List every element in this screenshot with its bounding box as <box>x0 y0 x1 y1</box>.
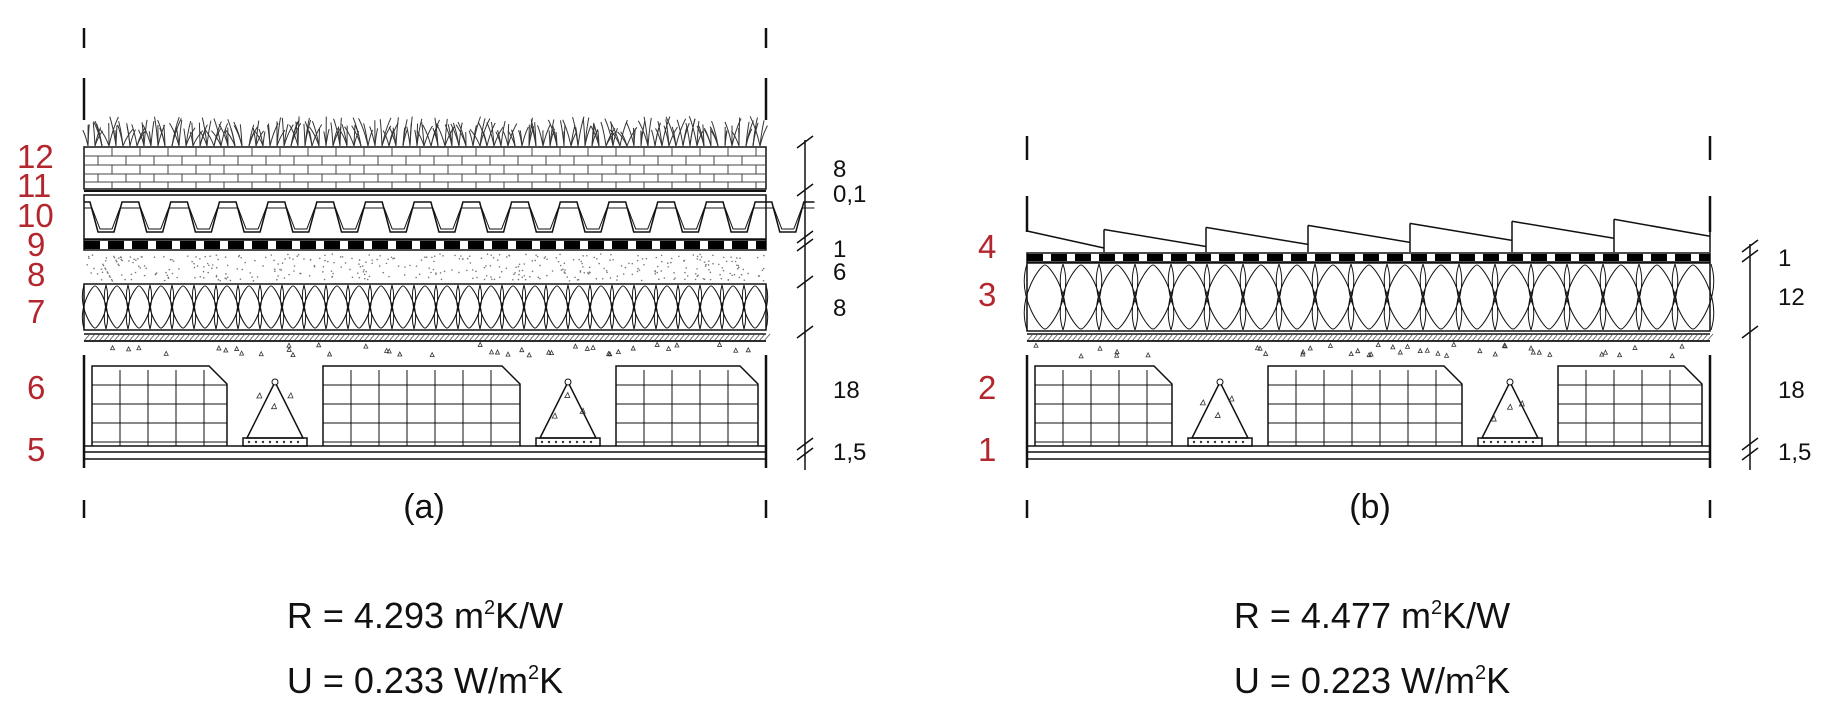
layer-number: 11 <box>17 167 51 204</box>
layer-membrane-b <box>1026 252 1711 263</box>
dimension-values-a: 8 0,1 1 6 8 18 1,5 <box>833 156 866 466</box>
layer-number: 1 <box>978 431 996 468</box>
transmittance-sup: 2 <box>1475 662 1486 684</box>
dimension-value: 6 <box>833 259 846 286</box>
transmittance-prefix: U = 0.233 W/m <box>287 660 528 701</box>
layer-screed <box>86 253 765 282</box>
section-a: 12 11 10 9 8 7 6 5 8 0,1 1 6 8 18 1,5 (a… <box>17 28 866 701</box>
layer-number: 7 <box>27 293 45 330</box>
vegetation-layer <box>82 115 768 147</box>
resistance-prefix: R = 4.477 m <box>1234 595 1431 636</box>
dimension-line-a <box>796 135 814 470</box>
layer-vapour-barrier-b <box>1026 333 1714 342</box>
layer-substrate <box>83 146 767 190</box>
resistance-prefix: R = 4.293 m <box>287 595 484 636</box>
layer-number: 10 <box>17 197 54 234</box>
dimension-line-b <box>1741 239 1759 470</box>
transmittance-b: U = 0.223 W/m2K <box>1234 660 1510 701</box>
dimension-value: 8 <box>833 295 846 322</box>
layer-number: 8 <box>27 256 45 293</box>
layer-number: 3 <box>978 276 996 313</box>
dimension-value: 1 <box>1778 245 1791 272</box>
layer-insulation <box>81 283 769 331</box>
dimension-value: 1,5 <box>1778 439 1811 466</box>
resistance-sup: 2 <box>484 597 495 619</box>
layer-number: 9 <box>27 226 45 263</box>
layer-vapour-barrier <box>83 333 771 342</box>
caption-a: (a) <box>403 488 445 526</box>
resistance-sup: 2 <box>1431 597 1442 619</box>
layer-number: 6 <box>27 369 45 406</box>
resistance-suffix: K/W <box>495 595 563 636</box>
resistance-suffix: K/W <box>1442 595 1510 636</box>
transmittance-sup: 2 <box>528 662 539 684</box>
layer-slab <box>84 340 766 447</box>
resistance-a: R = 4.293 m2K/W <box>287 595 563 636</box>
dimension-value: 12 <box>1778 284 1805 311</box>
layer-slab-b <box>1027 340 1710 447</box>
layer-insulation-b <box>1024 262 1714 332</box>
layer-plaster <box>82 355 768 468</box>
dimension-values-b: 1 12 18 1,5 <box>1778 245 1811 466</box>
extent-marks-a <box>82 28 768 518</box>
transmittance-prefix: U = 0.223 W/m <box>1234 660 1475 701</box>
layer-numbers-b: 4 3 2 1 <box>978 228 996 468</box>
section-b: 4 3 2 1 1 12 18 1,5 (b) R = 4.477 m2K/W … <box>978 136 1811 701</box>
layer-number: 12 <box>17 138 54 175</box>
layer-number: 4 <box>978 228 996 265</box>
transmittance-a: U = 0.233 W/m2K <box>287 660 563 701</box>
dimension-value: 1,5 <box>833 439 866 466</box>
dimension-value: 18 <box>833 377 860 404</box>
layer-number: 2 <box>978 369 996 406</box>
resistance-b: R = 4.477 m2K/W <box>1234 595 1510 636</box>
dimension-value: 18 <box>1778 377 1805 404</box>
dimension-value: 1 <box>833 236 846 263</box>
dimension-value: 8 <box>833 156 846 183</box>
layer-number: 5 <box>27 431 45 468</box>
transmittance-suffix: K <box>539 660 563 701</box>
layer-numbers-a: 12 11 10 9 8 7 6 5 <box>17 138 54 468</box>
layer-sloped-boards <box>1026 218 1711 252</box>
layer-plaster-b <box>1025 355 1712 468</box>
caption-b: (b) <box>1349 488 1391 526</box>
layer-membrane <box>83 239 767 251</box>
layer-drainage <box>83 194 815 240</box>
dimension-value: 0,1 <box>833 181 866 208</box>
transmittance-suffix: K <box>1486 660 1510 701</box>
